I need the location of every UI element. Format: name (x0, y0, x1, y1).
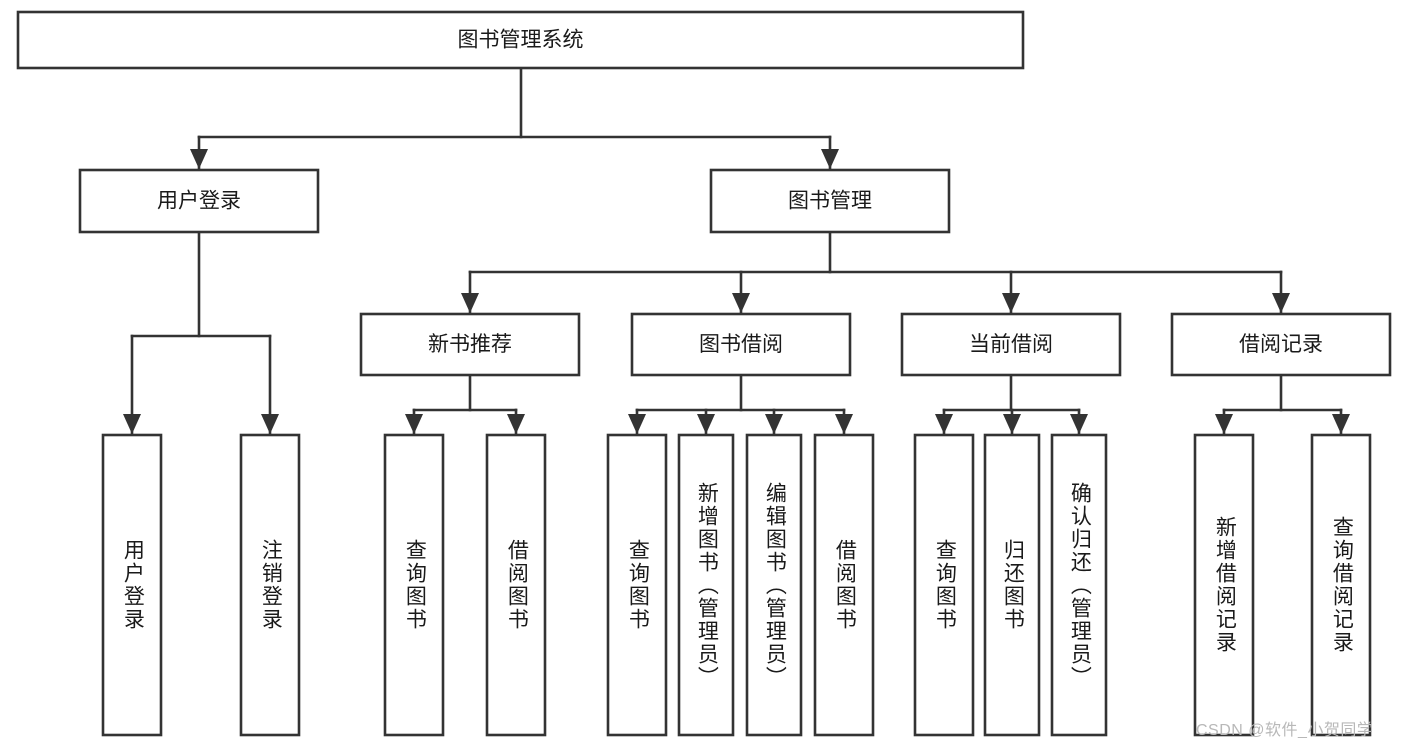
arrow-head-icon (765, 414, 783, 434)
node-box-leaf-logout[interactable] (239, 433, 301, 737)
node-label-book-borrow: 图书借阅 (699, 333, 783, 356)
node-box-leaf-edit-book[interactable] (745, 433, 803, 737)
node-box-leaf-user-login[interactable] (101, 433, 163, 737)
arrow-head-icon (1003, 414, 1021, 434)
node-box-leaf-borrow-book-1[interactable] (485, 433, 547, 737)
node-box-leaf-query-book-3[interactable] (913, 433, 975, 737)
arrow-head-icon (190, 149, 208, 169)
arrow-head-icon (1332, 414, 1350, 434)
node-box-current-borrow[interactable] (900, 312, 1122, 377)
csdn-watermark: CSDN @软件_小贺同学 (1196, 722, 1374, 739)
connector-layer (123, 66, 1350, 435)
node-box-borrow-record[interactable] (1170, 312, 1392, 377)
arrow-head-icon (628, 414, 646, 434)
arrow-head-icon (1272, 293, 1290, 313)
node-label-root: 图书管理系统 (458, 29, 584, 52)
arrow-head-icon (732, 293, 750, 313)
node-box-leaf-query-book-1[interactable] (383, 433, 445, 737)
node-box-leaf-return-book[interactable] (983, 433, 1041, 737)
node-box-leaf-confirm-return[interactable] (1050, 433, 1108, 737)
node-box-new-book-rec[interactable] (359, 312, 581, 377)
node-label-current-borrow: 当前借阅 (969, 333, 1053, 356)
node-label-borrow-record: 借阅记录 (1239, 333, 1323, 356)
arrow-head-icon (507, 414, 525, 434)
arrow-head-icon (935, 414, 953, 434)
arrow-head-icon (405, 414, 423, 434)
node-box-book-manage[interactable] (709, 168, 951, 234)
arrow-head-icon (1070, 414, 1088, 434)
node-box-leaf-add-book[interactable] (677, 433, 735, 737)
node-box-root[interactable] (16, 10, 1025, 70)
node-label-new-book-rec: 新书推荐 (428, 333, 512, 356)
node-box-leaf-query-record[interactable] (1310, 433, 1372, 737)
node-box-leaf-query-book-2[interactable] (606, 433, 668, 737)
arrow-head-icon (1002, 293, 1020, 313)
arrow-head-icon (821, 149, 839, 169)
arrow-head-icon (261, 414, 279, 434)
arrow-head-icon (123, 414, 141, 434)
arrow-head-icon (835, 414, 853, 434)
node-label-user-login: 用户登录 (157, 190, 241, 213)
node-box-book-borrow[interactable] (630, 312, 852, 377)
arrow-head-icon (697, 414, 715, 434)
node-box-leaf-borrow-book-2[interactable] (813, 433, 875, 737)
arrow-head-icon (1215, 414, 1233, 434)
node-label-book-manage: 图书管理 (788, 190, 872, 213)
node-box-user-login[interactable] (78, 168, 320, 234)
arrow-head-icon (461, 293, 479, 313)
node-box-leaf-add-record[interactable] (1193, 433, 1255, 737)
